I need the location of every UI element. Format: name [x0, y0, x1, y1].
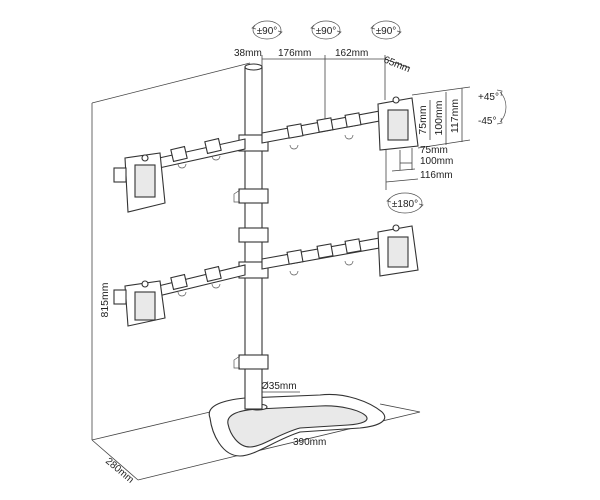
- dim-176mm: 176mm: [278, 48, 311, 59]
- base-depth-dimension: 280mm: [91, 439, 241, 486]
- dim-pole-diameter: Ø35mm: [261, 381, 297, 392]
- dim-vesa-75-horizontal: 75mm: [420, 145, 448, 156]
- vesa-plate-upper-left: [113, 152, 166, 213]
- upper-right-arm: [261, 109, 386, 150]
- rotation-badge-joint-3: ±90°: [370, 20, 402, 40]
- dim-vesa-100-horizontal: 100mm: [420, 156, 453, 167]
- lower-right-arm: [261, 236, 386, 276]
- dim-162mm: 162mm: [335, 48, 368, 59]
- tilt-up-label: +45°: [478, 92, 499, 103]
- dim-815mm: 815mm: [99, 282, 111, 317]
- upper-left-arm: [149, 137, 246, 171]
- dim-vesa-75-vertical: 75mm: [417, 105, 429, 134]
- rotation-badge-joint-1: ±90°: [251, 20, 283, 40]
- height-dimension: 815mm: [91, 62, 251, 441]
- tilt-indicator: +45° -45°: [478, 89, 507, 127]
- lower-left-arm: [149, 264, 246, 299]
- rotation-label-joint-1: ±90°: [257, 26, 278, 37]
- dim-plate-116-horizontal: 116mm: [420, 170, 453, 181]
- pole-diameter-callout: Ø35mm: [258, 381, 300, 393]
- vesa-horizontal-dimensions: 75mm 100mm 116mm: [385, 145, 453, 190]
- swivel-indicator: ±180°: [386, 192, 424, 214]
- swivel-label: ±180°: [392, 199, 418, 210]
- vesa-vertical-dimensions: 75mm 100mm 117mm: [411, 86, 471, 149]
- tilt-down-label: -45°: [478, 116, 496, 127]
- vesa-plate-lower-right: [377, 224, 419, 277]
- dim-38mm: 38mm: [234, 48, 262, 59]
- vesa-plate-lower-left: [113, 280, 166, 327]
- rotation-badge-joint-2: ±90°: [310, 20, 342, 40]
- dim-390mm: 390mm: [293, 437, 326, 448]
- rotation-label-joint-2: ±90°: [316, 26, 337, 37]
- dim-65mm: 65mm: [382, 55, 412, 76]
- base-width-dimension: 390mm: [239, 403, 421, 456]
- rotation-label-joint-3: ±90°: [376, 26, 397, 37]
- pole: [233, 63, 269, 410]
- vesa-plate-upper-right: [377, 96, 419, 151]
- dim-280mm: 280mm: [103, 456, 136, 486]
- dim-vesa-100-vertical: 100mm: [433, 100, 445, 135]
- dim-plate-117-vertical: 117mm: [449, 99, 461, 133]
